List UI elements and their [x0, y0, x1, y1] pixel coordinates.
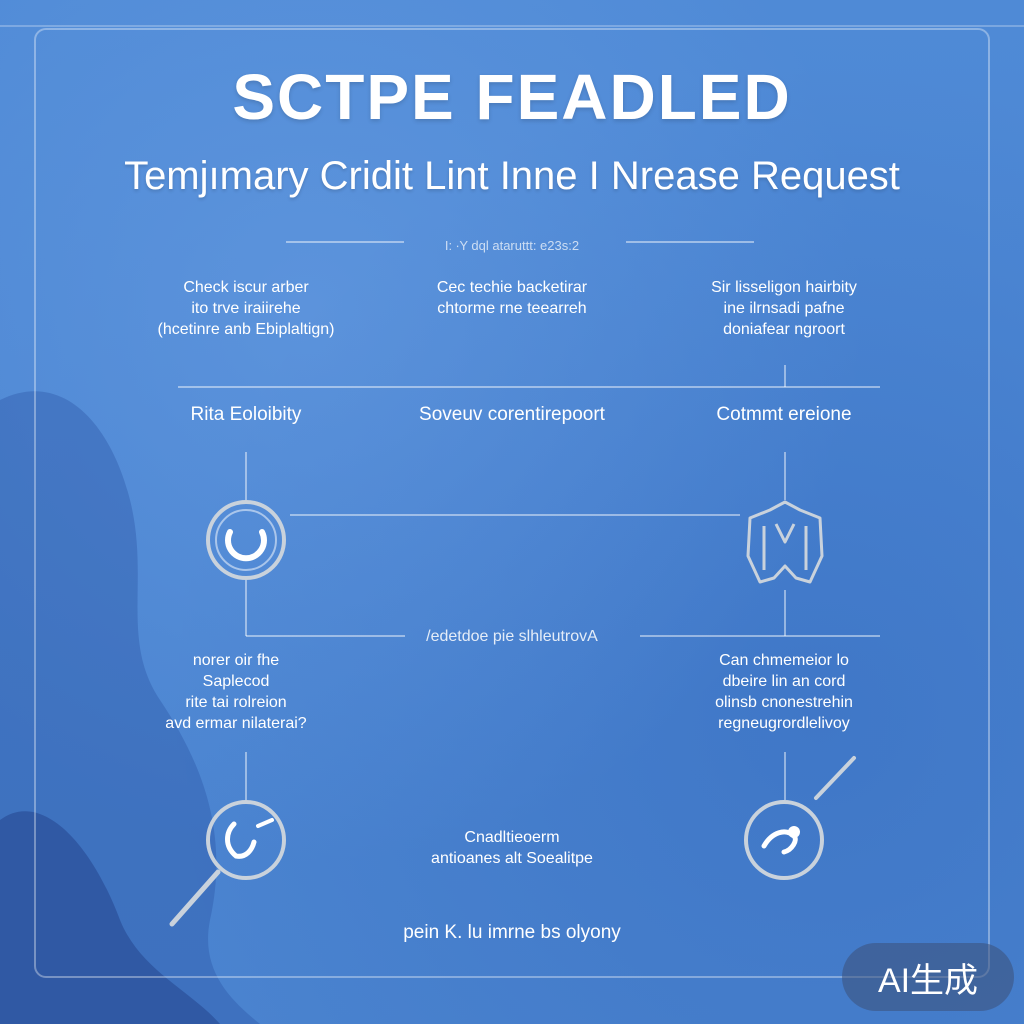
page-subtitle: Temjımary Cridit Lint Inne I Nrease Requ… [124, 154, 900, 198]
top-divider [0, 25, 1024, 27]
page-title: SCTPE FEADLED [232, 61, 792, 133]
bird-icon [744, 756, 856, 880]
process-label: /edetdoe pie slhleutrovA [426, 628, 598, 645]
step-desc-top-right: Sir lisseligon hairbity ine ilrnsadi paf… [711, 279, 857, 338]
step-heading-left: Rita Eoloibity [190, 404, 302, 425]
leaf-icon [169, 800, 286, 927]
main-frame [34, 28, 990, 978]
step-heading-center: Soveuv corentirepoort [419, 404, 605, 425]
step-desc-bottom-center: Cnadltieoerm antioanes alt Soealitpe [431, 829, 593, 867]
shield-icon [746, 500, 824, 584]
step-desc-top-center: Cec techie backetirar chtorme rne teearr… [436, 279, 588, 317]
step-desc-middle-left: norer oir fhe Saplecod rite tai rolreion… [165, 652, 307, 732]
silhouette-decoration [0, 391, 260, 1024]
ai-generated-badge: AI生成 [842, 943, 1014, 1011]
cycle-icon [206, 500, 286, 580]
step-desc-top-left: Check iscur arber ito trve iraiirehe (hc… [157, 279, 335, 338]
footer-note: pein K. lu imrne bs olyony [403, 922, 621, 943]
step-heading-right: Cotmmt ereione [716, 404, 852, 425]
step-caption: I: ∙Y dql ataruttt: e23s:2 [444, 238, 580, 253]
step-desc-middle-right: Can chmemeior lo dbeire lin an cord olin… [715, 652, 853, 732]
